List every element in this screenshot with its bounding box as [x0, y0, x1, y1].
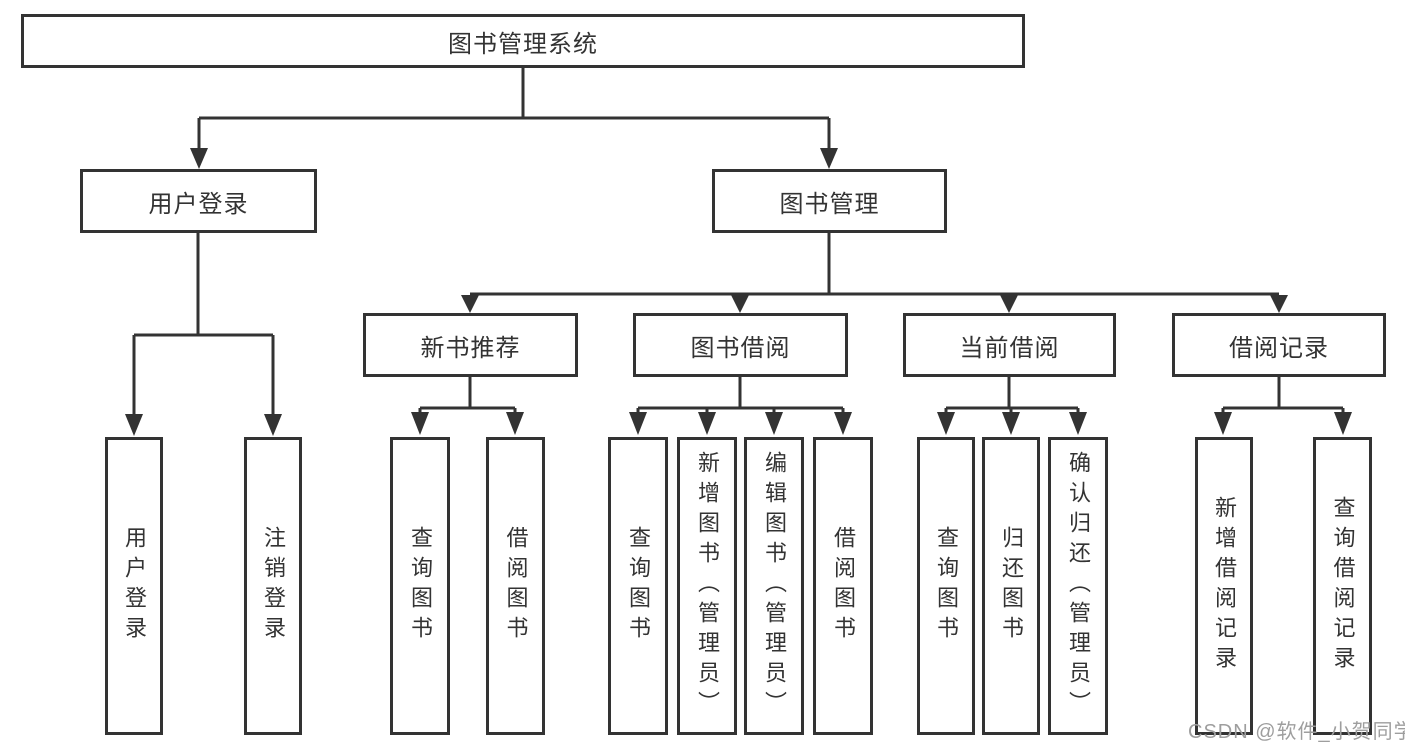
node-book-borrow: 图书借阅: [633, 313, 848, 377]
node-library-system: 图书管理系统: [21, 14, 1025, 68]
node-new-book-recommend: 新书推荐: [363, 313, 578, 377]
leaf-add-borrow-record: 新增借阅记录: [1195, 437, 1253, 735]
leaf-borrow-books-recommend: 借阅图书: [486, 437, 545, 735]
leaf-edit-books-admin: 编辑图书（管理员）: [744, 437, 804, 735]
leaf-user-login: 用户登录: [105, 437, 163, 735]
node-book-management: 图书管理: [712, 169, 947, 233]
leaf-logout: 注销登录: [244, 437, 302, 735]
leaf-confirm-return-admin: 确认归还（管理员）: [1048, 437, 1108, 735]
leaf-borrow-books: 借阅图书: [813, 437, 873, 735]
leaf-query-books-current: 查询图书: [917, 437, 975, 735]
node-current-borrow: 当前借阅: [903, 313, 1116, 377]
leaf-query-books-borrow: 查询图书: [608, 437, 668, 735]
node-user-login: 用户登录: [80, 169, 317, 233]
leaf-add-books-admin: 新增图书（管理员）: [677, 437, 737, 735]
leaf-query-books-recommend: 查询图书: [390, 437, 450, 735]
node-borrow-records: 借阅记录: [1172, 313, 1386, 377]
leaf-return-books: 归还图书: [982, 437, 1040, 735]
csdn-watermark: CSDN @软件_小贺同学: [1188, 721, 1405, 743]
leaf-query-borrow-record: 查询借阅记录: [1313, 437, 1372, 735]
